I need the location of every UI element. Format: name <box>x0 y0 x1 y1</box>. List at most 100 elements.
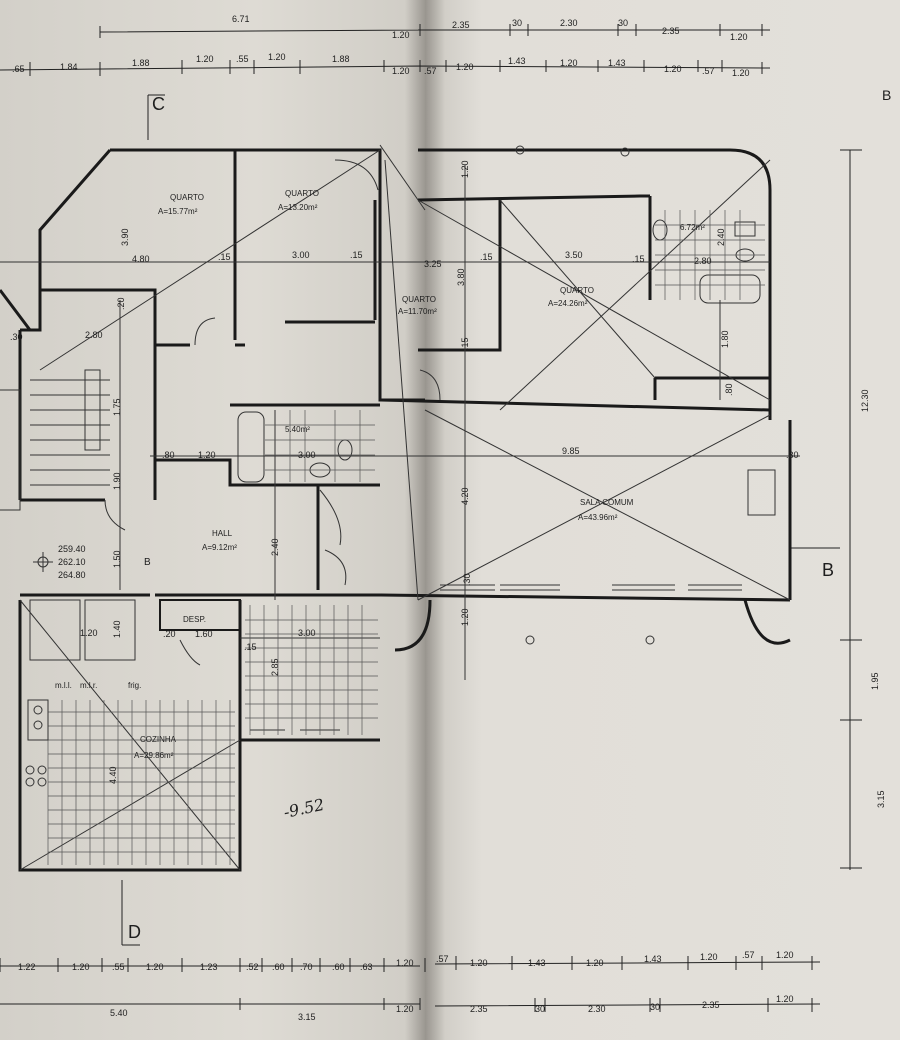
dimension-label: 3.00 <box>298 628 316 638</box>
room-name: COZINHA <box>140 735 177 744</box>
dimension-label: .57 <box>436 954 449 964</box>
dimension-label: 30 <box>618 18 628 28</box>
dimension-label: 1.20 <box>396 1004 414 1014</box>
dimension-label: 1.40 <box>112 620 122 638</box>
dimension-label: 1.23 <box>200 962 218 972</box>
section-marker: B <box>882 87 891 103</box>
dimension-label: 2.40 <box>716 228 726 246</box>
section-marker: C <box>152 94 165 114</box>
fixture-label: m.l.l. <box>55 681 72 690</box>
dimension-label: 2.80 <box>85 330 103 340</box>
dimension-label: 4.40 <box>108 766 118 784</box>
dimension-label: 3.80 <box>456 268 466 286</box>
dimension-label: 1.20 <box>460 160 470 178</box>
dimension-label: 1.20 <box>80 628 98 638</box>
room-area: A=43.96m² <box>578 513 618 522</box>
dimension-label: 3.00 <box>298 450 316 460</box>
dimension-label: 1.20 <box>776 950 794 960</box>
fixture-label: frig. <box>128 681 141 690</box>
dimension-label: .20 <box>163 629 176 639</box>
dimension-label: 2.30 <box>588 1004 606 1014</box>
elevation-value: 264.80 <box>58 570 86 580</box>
dimension-label: 1.20 <box>146 962 164 972</box>
dimension-label: 1.20 <box>586 958 604 968</box>
dimension-label: .57 <box>742 950 755 960</box>
dimension-label: 1.88 <box>332 54 350 64</box>
dimension-label: 1.20 <box>396 958 414 968</box>
dimension-label: .55 <box>112 962 125 972</box>
dimension-label: .57 <box>424 66 437 76</box>
dimension-label: 1.20 <box>392 30 410 40</box>
room-name: QUARTO <box>285 189 319 198</box>
room-area: A=13.20m² <box>278 203 318 212</box>
dimension-label: 2.35 <box>452 20 470 30</box>
dimension-label: 3.15 <box>876 790 886 808</box>
dimension-label: .20 <box>116 297 126 310</box>
dimension-label: 1.20 <box>460 608 470 626</box>
dimension-label: .80 <box>724 383 734 396</box>
dimension-label: 1.43 <box>608 58 626 68</box>
dimension-label: 1.43 <box>528 958 546 968</box>
dimension-label: 1.20 <box>560 58 578 68</box>
dimension-label: 9.85 <box>562 446 580 456</box>
dimension-label: .80 <box>162 450 175 460</box>
dimension-label: 1.50 <box>112 550 122 568</box>
dimension-label: 1.20 <box>730 32 748 42</box>
dimension-label: 2.40 <box>270 538 280 556</box>
handwritten-note: -9.52 <box>282 795 326 822</box>
room-area: A=11.70m² <box>398 307 437 316</box>
room-area: A=9.12m² <box>202 543 237 552</box>
dimension-label: 12.30 <box>860 389 870 412</box>
dimension-label: 2.85 <box>270 658 280 676</box>
dimension-label: 1.95 <box>870 672 880 690</box>
dimension-label: 1.80 <box>720 330 730 348</box>
room-name: QUARTO <box>560 286 594 295</box>
dimension-label: 1.75 <box>112 398 122 416</box>
dimension-label: 1.90 <box>112 472 122 490</box>
dimension-label: 30 <box>512 18 522 28</box>
dimension-label: .60 <box>332 962 345 972</box>
room-name: DESP. <box>183 615 206 624</box>
dimension-label: 1.22 <box>18 962 36 972</box>
dimension-label: .15 <box>480 252 493 262</box>
elevation-value: 262.10 <box>58 557 86 567</box>
room-area: A=29.86m² <box>134 751 174 760</box>
dimension-label: .60 <box>272 962 285 972</box>
dimension-label: 1.20 <box>470 958 488 968</box>
dimension-label: .15 <box>218 252 231 262</box>
elevation-value: 259.40 <box>58 544 86 554</box>
dimension-label: .15 <box>350 250 363 260</box>
dimension-label: 1.20 <box>196 54 214 64</box>
dimension-label: 1.88 <box>132 58 150 68</box>
dimension-label: .15 <box>244 642 257 652</box>
dimension-label: 1.60 <box>195 629 213 639</box>
dimension-label: 2.80 <box>694 256 712 266</box>
dimension-label: .55 <box>236 54 249 64</box>
dimension-label: 1.20 <box>732 68 750 78</box>
dimension-label: .52 <box>246 962 259 972</box>
dimension-label: 1.20 <box>268 52 286 62</box>
room-area: A=24.26m² <box>548 299 588 308</box>
dimension-label: 1.43 <box>508 56 526 66</box>
dimension-label: .65 <box>12 64 25 74</box>
left-page <box>0 0 425 1040</box>
room-area: 6.72m² <box>680 223 705 232</box>
dimension-label: 1.20 <box>198 450 216 460</box>
dimension-label: 1.20 <box>664 64 682 74</box>
dimension-label: 1.20 <box>392 66 410 76</box>
dimension-label: .63 <box>360 962 373 972</box>
dimension-label: 30 <box>650 1002 660 1012</box>
dimension-label: 30 <box>535 1004 545 1014</box>
dimension-label: .15 <box>632 254 645 264</box>
dimension-label: 1.20 <box>72 962 90 972</box>
dimension-label: 1.20 <box>776 994 794 1004</box>
right-page <box>425 0 900 1040</box>
dimension-label: 3.90 <box>120 228 130 246</box>
room-name: HALL <box>212 529 233 538</box>
section-marker: D <box>128 922 141 942</box>
dimension-label: 1.20 <box>456 62 474 72</box>
dimension-label: .30 <box>10 332 23 342</box>
dimension-label: 3.25 <box>424 259 442 269</box>
room-name: QUARTO <box>402 295 436 304</box>
